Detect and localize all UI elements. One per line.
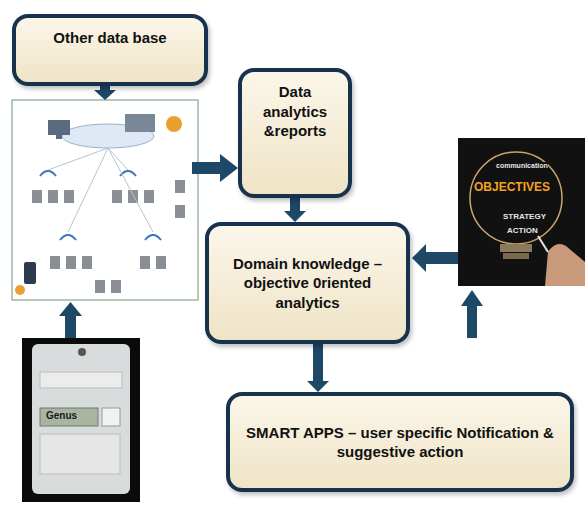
process-box: Domain knowledge – objective 0riented an… [205,222,410,344]
picture-text: STRATEGY [503,212,546,221]
picture-text: OBJECTIVES [474,180,550,194]
network-illustration [12,100,198,300]
box-text: Domain knowledge – objective 0riented an… [217,254,398,313]
picture-text: communication [496,162,548,169]
box-text: SMART APPS – user specific Notification … [238,423,562,462]
meter-photo [22,338,140,502]
picture-text: ACTION [507,226,538,235]
box-text: Other data base [53,28,166,48]
box-text: Data analytics &reports [250,82,340,141]
picture-text: Genus [46,410,77,421]
process-box: Data analytics &reports [238,68,352,198]
process-box: SMART APPS – user specific Notification … [226,392,574,492]
objectives-bulb-photo [458,138,585,286]
flow-arrow [307,344,329,392]
process-box: Other data base [12,14,208,86]
flow-arrow [284,198,306,222]
